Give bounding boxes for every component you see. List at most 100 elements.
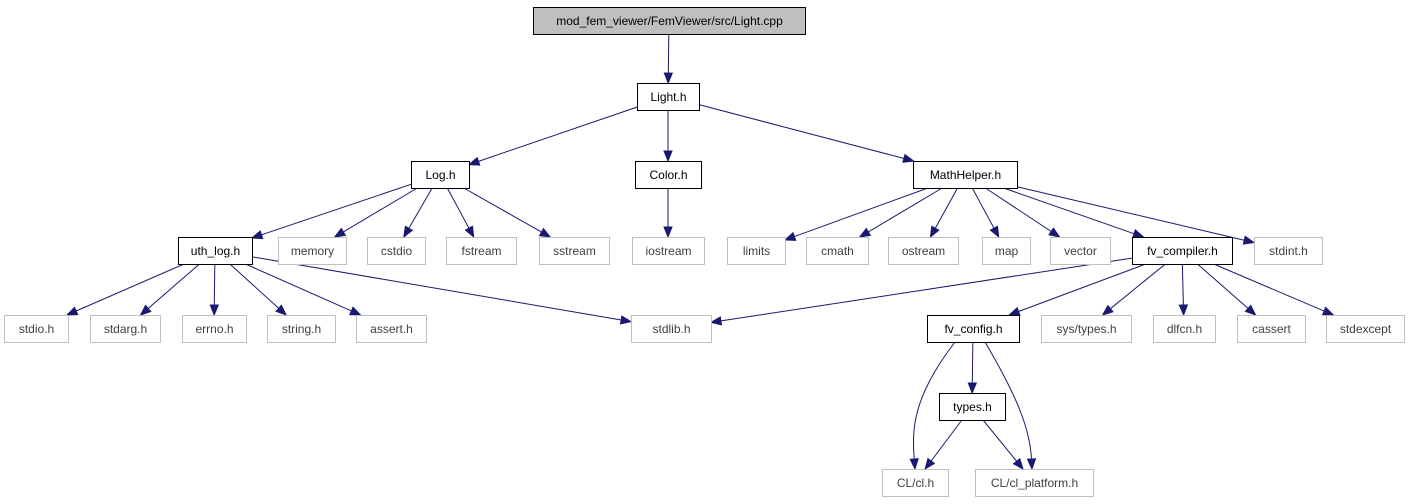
- edge-log_h-to-fstream: [446, 187, 475, 239]
- edge-fv_config_h-to-cl_platform_h-arrowhead: [1026, 458, 1037, 471]
- edge-line: [261, 183, 412, 236]
- edge-line: [934, 187, 958, 229]
- edge-line: [1197, 263, 1249, 309]
- edge-line: [971, 187, 995, 229]
- node-cmath: cmath: [806, 237, 869, 265]
- node-sys-types-h: sys/types.h: [1041, 315, 1132, 343]
- edge-line: [408, 187, 433, 229]
- edge-line: [446, 187, 470, 229]
- node-log-h[interactable]: Log.h: [411, 161, 470, 189]
- node-box: [1326, 315, 1405, 343]
- node-fv-compiler-h[interactable]: fv_compiler.h: [1132, 237, 1233, 265]
- edge-light_cpp-to-light_h-arrowhead: [663, 72, 674, 85]
- edge-line: [794, 187, 929, 238]
- node-label: Color.h: [649, 168, 687, 182]
- node-box: [939, 393, 1006, 421]
- node-uth-log-h[interactable]: uth_log.h: [178, 237, 253, 265]
- node-light-h[interactable]: Light.h: [637, 83, 700, 111]
- node-box: [4, 315, 69, 343]
- node-color-h[interactable]: Color.h: [635, 161, 702, 189]
- node-box: [1041, 315, 1132, 343]
- node-box: [1050, 237, 1111, 265]
- edge-mathhelper_h-to-limits: [783, 187, 929, 241]
- edge-color_h-to-iostream: [663, 188, 673, 239]
- node-string-h: string.h: [267, 315, 336, 343]
- edge-uth_log_h-to-stdio_h: [65, 263, 185, 316]
- node-assert-h: assert.h: [356, 315, 427, 343]
- node-mathhelper-h[interactable]: MathHelper.h: [913, 161, 1018, 189]
- node-label: fstream: [461, 244, 501, 258]
- node-box: [1237, 315, 1306, 343]
- edge-log_h-to-sstream: [463, 187, 552, 238]
- edge-mathhelper_h-to-ostream: [929, 187, 958, 239]
- node-label: vector: [1064, 244, 1097, 258]
- node-label: types.h: [953, 400, 992, 414]
- node-label: errno.h: [195, 322, 233, 336]
- edge-mathhelper_h-to-ostream-arrowhead: [929, 225, 940, 239]
- edge-mathhelper_h-to-stdint_h: [1016, 186, 1256, 245]
- node-label: CL/cl.h: [897, 476, 934, 490]
- edge-log_h-to-cstdio: [403, 187, 433, 239]
- node-box: [888, 237, 959, 265]
- node-types-h[interactable]: types.h: [939, 393, 1006, 421]
- edge-types_h-to-cl_cl_h: [924, 419, 963, 471]
- node-label: fv_config.h: [944, 322, 1002, 336]
- edge-log_h-to-sstream-arrowhead: [538, 227, 552, 238]
- edge-color_h-to-iostream-arrowhead: [663, 226, 673, 239]
- node-box: [927, 315, 1020, 343]
- edge-fv_compiler_h-to-cassert-arrowhead: [1244, 304, 1257, 316]
- edge-log_h-to-cstdio-arrowhead: [403, 225, 414, 239]
- node-label: Log.h: [425, 168, 455, 182]
- node-box: [1132, 237, 1233, 265]
- edge-mathhelper_h-to-cmath-arrowhead: [858, 227, 872, 238]
- node-label: cstdio: [381, 244, 413, 258]
- node-label: assert.h: [370, 322, 413, 336]
- edge-mathhelper_h-to-stdint_h-arrowhead: [1242, 235, 1256, 245]
- node-box: [806, 237, 869, 265]
- edge-line: [720, 257, 1133, 322]
- node-cl-platform-h: CL/cl_platform.h: [975, 469, 1094, 497]
- node-stdlib-h: stdlib.h: [631, 315, 712, 343]
- node-box: [90, 315, 161, 343]
- edge-uth_log_h-to-stdio_h-arrowhead: [65, 306, 79, 316]
- edge-fv_compiler_h-to-sys_types_h-arrowhead: [1101, 304, 1114, 316]
- edge-fv_compiler_h-to-stdlib_h-arrowhead: [709, 316, 723, 326]
- node-label: mod_fem_viewer/FemViewer/src/Light.cpp: [556, 14, 783, 28]
- node-label: stdint.h: [1269, 244, 1308, 258]
- node-box: [637, 83, 700, 111]
- node-light-cpp[interactable]: mod_fem_viewer/FemViewer/src/Light.cpp: [533, 7, 806, 35]
- node-box: [533, 7, 806, 35]
- node-cassert: cassert: [1237, 315, 1306, 343]
- edge-log_h-to-memory-arrowhead: [333, 227, 347, 238]
- node-stdint-h: stdint.h: [1254, 237, 1323, 265]
- edge-line: [1018, 263, 1147, 312]
- node-label: ostream: [902, 244, 945, 258]
- node-box: [631, 315, 712, 343]
- node-box: [539, 237, 610, 265]
- node-fv-config-h[interactable]: fv_config.h: [927, 315, 1020, 343]
- node-label: limits: [743, 244, 770, 258]
- node-box: [882, 469, 949, 497]
- node-cstdio: cstdio: [367, 237, 426, 265]
- node-box: [182, 315, 247, 343]
- node-box: [178, 237, 253, 265]
- edge-line: [912, 341, 956, 460]
- edge-line: [984, 341, 1032, 460]
- edge-mathhelper_h-to-fv_compiler_h-arrowhead: [1131, 229, 1145, 239]
- edge-line: [1181, 263, 1184, 306]
- edge-line: [698, 104, 905, 159]
- edge-line: [343, 187, 418, 233]
- node-box: [278, 237, 347, 265]
- node-label: stdarg.h: [104, 322, 147, 336]
- edge-uth_log_h-to-stdlib_h-arrowhead: [619, 315, 633, 325]
- node-limits: limits: [727, 237, 786, 265]
- edge-uth_log_h-to-stdarg_h: [139, 263, 200, 316]
- node-label: cassert: [1252, 322, 1291, 336]
- edge-mathhelper_h-to-map: [971, 187, 1000, 239]
- edge-fv_compiler_h-to-stdexcept-arrowhead: [1321, 306, 1335, 316]
- node-label: uth_log.h: [191, 244, 240, 258]
- node-errno-h: errno.h: [182, 315, 247, 343]
- edge-line: [1003, 187, 1135, 235]
- node-label: string.h: [282, 322, 321, 336]
- edge-fv_config_h-to-types_h: [967, 341, 978, 395]
